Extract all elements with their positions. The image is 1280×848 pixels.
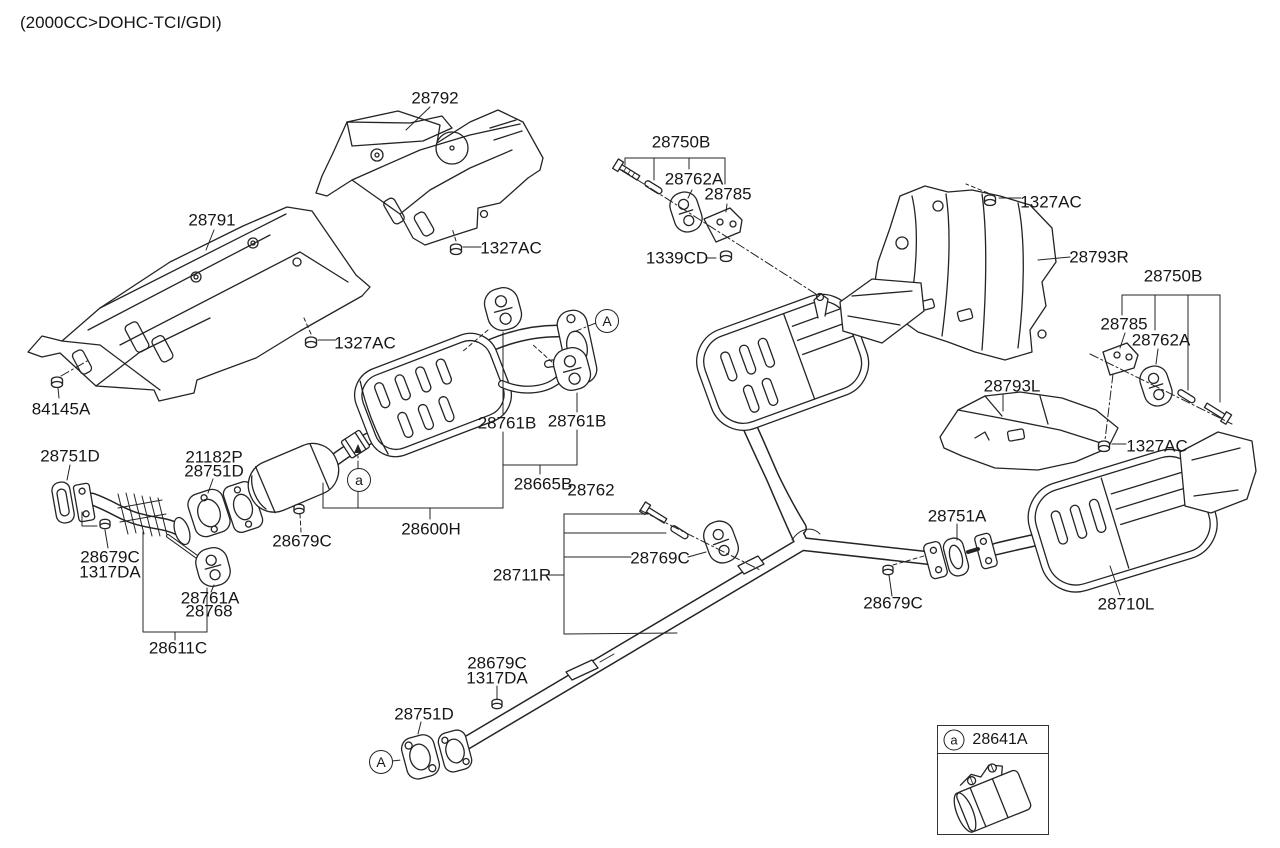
- label-28750b-top: 28750B: [651, 132, 711, 152]
- label-28751d-mid: 28751D: [184, 461, 244, 481]
- label-28761b-1: 28761B: [477, 413, 537, 433]
- label-1327ac-a: 1327AC: [480, 238, 542, 258]
- heat-shield-28793l-drawing: [939, 391, 1119, 471]
- label-28751d-left: 28751D: [40, 446, 100, 466]
- label-28751a: 28751A: [927, 506, 987, 526]
- label-21182p: 21182P: [185, 447, 243, 467]
- gasket-28751a-drawing: [923, 537, 970, 580]
- label-1317da-bot: 1317DA: [466, 668, 528, 688]
- label-28751d-bot: 28751D: [394, 704, 454, 724]
- hanger-28761b-drawings: [461, 287, 592, 391]
- label-28793l: 28793L: [983, 376, 1041, 396]
- label-1317da-left: 1317DA: [79, 562, 141, 582]
- label-28791: 28791: [188, 210, 236, 230]
- label-28761a: 28761A: [180, 588, 240, 608]
- front-pipe-28611c-drawing: [51, 481, 231, 641]
- label-28679c-left: 28679C: [80, 547, 140, 567]
- legend-box: a 28641A: [937, 725, 1049, 835]
- label-28600h: 28600H: [401, 519, 461, 539]
- heat-shield-28792-drawing: [315, 109, 544, 246]
- label-1339cd: 1339CD: [645, 248, 709, 268]
- legend-label-28641a: 28641A: [972, 731, 1028, 748]
- label-28762a-top: 28762A: [664, 169, 724, 189]
- label-28679c-bot: 28679C: [467, 653, 527, 673]
- heat-shield-28791-drawing: [27, 206, 371, 402]
- label-28785-top: 28785: [704, 184, 752, 204]
- label-28750b-right: 28750B: [1143, 266, 1203, 286]
- heat-shield-28793r-drawing: [873, 185, 1057, 361]
- label-28762: 28762: [567, 480, 615, 500]
- label-1327ac-d: 1327AC: [1126, 436, 1188, 456]
- label-28762a-right: 28762A: [1131, 330, 1191, 350]
- callout-a-upper: A: [595, 309, 619, 333]
- hanger-kit-28750b-right-drawing: [1089, 294, 1233, 441]
- center-pipe-28711r-callout: [548, 501, 761, 635]
- label-28611c: 28611C: [148, 638, 208, 658]
- legend-clamp-marker: a: [943, 729, 965, 751]
- label-28710l: 28710L: [1097, 594, 1155, 614]
- label-28785-right: 28785: [1100, 314, 1148, 334]
- label-28793r: 28793R: [1069, 247, 1129, 267]
- label-1327ac-c: 1327AC: [1020, 192, 1082, 212]
- label-28769c: 28769C: [630, 548, 690, 568]
- callout-a-lower: A: [369, 750, 393, 774]
- clamp-28641a-drawing: [953, 763, 1032, 833]
- label-28679c-right: 28679C: [863, 593, 923, 613]
- lh-rear-muffler-drawing: [696, 278, 925, 431]
- rh-rear-muffler-28710l-drawing: [966, 431, 1257, 593]
- label-28768: 28768: [185, 601, 233, 621]
- label-28679c-cat: 28679C: [272, 531, 332, 551]
- label-28665b: 28665B: [513, 474, 573, 494]
- leader-lines: [57, 106, 1127, 762]
- page-title: (2000CC>DOHC-TCI/GDI): [20, 13, 222, 32]
- label-28711r: 28711R: [492, 565, 552, 585]
- label-28761b-2: 28761B: [547, 411, 607, 431]
- legend-header: [938, 726, 1048, 754]
- gasket-28751d-bottom-drawing: [400, 729, 473, 780]
- hanger-kit-28750b-top-drawing: [611, 157, 831, 304]
- callout-clamp: a: [347, 468, 371, 492]
- nut-drawings: [50, 194, 1111, 710]
- label-1327ac-b: 1327AC: [334, 333, 396, 353]
- label-84145a: 84145A: [31, 399, 91, 419]
- label-28792: 28792: [411, 88, 459, 108]
